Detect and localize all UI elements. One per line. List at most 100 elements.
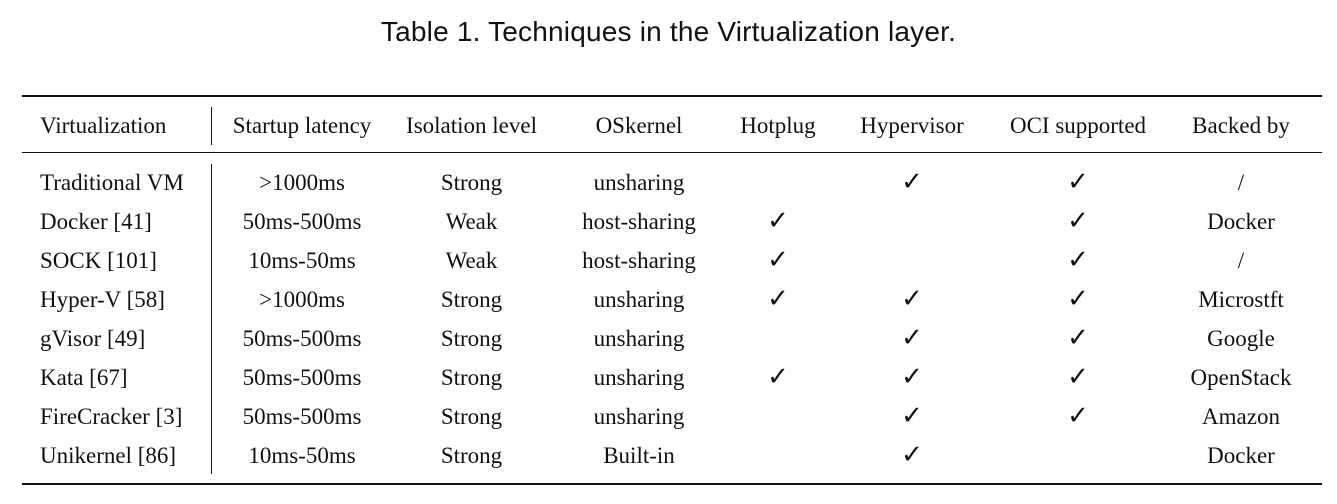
table-row: Traditional VM >1000ms Strong unsharing ✓ ✓ / (22, 163, 1322, 202)
cell-oci-supported: ✓ (996, 163, 1160, 202)
checkmark-icon: ✓ (1067, 167, 1089, 197)
cell-isolation-level: Strong (440, 169, 503, 195)
cell-startup-latency: >1000ms (259, 286, 345, 312)
checkmark-icon: ✓ (1067, 206, 1089, 236)
body-column-divider (211, 164, 212, 474)
cell-hotplug: ✓ (728, 241, 828, 280)
checkmark-icon: ✓ (901, 401, 923, 431)
checkmark-icon: ✓ (901, 362, 923, 392)
cell-hypervisor (828, 202, 996, 241)
cell-startup-latency: 10ms-50ms (248, 442, 356, 468)
cell-hypervisor (828, 241, 996, 280)
column-header-startup-latency: Startup latency (232, 113, 372, 138)
checkmark-icon: ✓ (767, 206, 789, 236)
cell-virtualization: Traditional VM (40, 169, 184, 195)
cell-hotplug: ✓ (728, 280, 828, 319)
table-row: Hyper-V [58] >1000ms Strong unsharing ✓ ✓ ✓ Mic… (22, 280, 1322, 319)
column-header-virtualization: Virtualization (40, 113, 167, 138)
cell-oskernel: unsharing (593, 403, 685, 429)
cell-isolation-level: Strong (440, 364, 503, 390)
cell-oci-supported: ✓ (996, 397, 1160, 436)
cell-hypervisor: ✓ (828, 319, 996, 358)
cell-virtualization: Unikernel [86] (40, 442, 177, 468)
cell-oskernel: host-sharing (582, 247, 696, 273)
checkmark-icon: ✓ (767, 245, 789, 275)
cell-oskernel: unsharing (593, 286, 685, 312)
checkmark-icon: ✓ (767, 362, 789, 392)
header-row: Virtualization Startup latency Isolation… (22, 105, 1322, 147)
cell-hypervisor: ✓ (828, 163, 996, 202)
cell-virtualization: Hyper-V [58] (40, 286, 165, 312)
column-header-backed-by: Backed by (1192, 113, 1290, 138)
cell-oskernel: unsharing (593, 325, 685, 351)
cell-startup-latency: 50ms-500ms (242, 364, 362, 390)
column-header-oci-supported: OCI supported (1009, 113, 1147, 138)
checkmark-icon: ✓ (1067, 362, 1089, 392)
checkmark-icon: ✓ (1067, 323, 1089, 353)
cell-backed-by: Amazon (1202, 403, 1280, 429)
cell-virtualization: gVisor [49] (40, 325, 146, 351)
cell-backed-by: / (1237, 169, 1245, 195)
cell-virtualization: SOCK [101] (40, 247, 157, 273)
checkmark-icon: ✓ (901, 284, 923, 314)
cell-hypervisor: ✓ (828, 280, 996, 319)
table-row: FireCracker [3] 50ms-500ms Strong unsharing… (22, 397, 1322, 436)
cell-hotplug (728, 397, 828, 436)
cell-backed-by: Docker (1207, 442, 1275, 468)
table-header: Virtualization Startup latency Isolation… (22, 105, 1322, 147)
header-column-divider (211, 107, 212, 145)
checkmark-icon: ✓ (901, 323, 923, 353)
cell-isolation-level: Weak (445, 247, 498, 273)
cell-oskernel: unsharing (593, 169, 685, 195)
cell-hotplug (728, 436, 828, 475)
cell-backed-by: OpenStack (1190, 364, 1292, 390)
cell-oci-supported: ✓ (996, 241, 1160, 280)
cell-hotplug: ✓ (728, 202, 828, 241)
cell-backed-by: Docker (1207, 208, 1275, 234)
cell-startup-latency: >1000ms (259, 169, 345, 195)
cell-backed-by: Microstft (1198, 286, 1284, 312)
table-row: Kata [67] 50ms-500ms Strong unsharing ✓ ✓ ✓ Ope… (22, 358, 1322, 397)
column-header-hypervisor: Hypervisor (860, 113, 964, 138)
cell-hypervisor: ✓ (828, 358, 996, 397)
cell-isolation-level: Strong (440, 403, 503, 429)
column-header-isolation-level: Isolation level (406, 113, 537, 138)
checkmark-icon: ✓ (901, 167, 923, 197)
table-row: Unikernel [86] 10ms-50ms Strong Built-in ✓ Do… (22, 436, 1322, 475)
checkmark-icon: ✓ (1067, 245, 1089, 275)
top-rule (22, 95, 1322, 97)
column-header-hotplug: Hotplug (740, 113, 816, 138)
cell-backed-by: Google (1207, 325, 1275, 351)
cell-isolation-level: Strong (440, 442, 503, 468)
header-rule (22, 152, 1322, 153)
cell-oci-supported: ✓ (996, 202, 1160, 241)
cell-virtualization: Kata [67] (40, 364, 128, 390)
cell-hypervisor: ✓ (828, 436, 996, 475)
cell-startup-latency: 50ms-500ms (242, 403, 362, 429)
cell-backed-by: / (1237, 247, 1245, 273)
checkmark-icon: ✓ (767, 284, 789, 314)
checkmark-icon: ✓ (1067, 401, 1089, 431)
checkmark-icon: ✓ (1067, 284, 1089, 314)
cell-oci-supported: ✓ (996, 319, 1160, 358)
cell-oci-supported: ✓ (996, 280, 1160, 319)
cell-oci-supported: ✓ (996, 358, 1160, 397)
cell-hotplug (728, 163, 828, 202)
table-caption: Table 1. Techniques in the Virtualizatio… (380, 16, 957, 47)
cell-oskernel: Built-in (603, 442, 675, 468)
cell-hypervisor: ✓ (828, 397, 996, 436)
cell-oskernel: host-sharing (582, 208, 696, 234)
cell-isolation-level: Weak (445, 208, 498, 234)
cell-oci-supported (996, 436, 1160, 475)
checkmark-icon: ✓ (901, 440, 923, 470)
cell-isolation-level: Strong (440, 286, 503, 312)
cell-virtualization: FireCracker [3] (40, 403, 183, 429)
cell-oskernel: unsharing (593, 364, 685, 390)
cell-startup-latency: 50ms-500ms (242, 208, 362, 234)
cell-startup-latency: 50ms-500ms (242, 325, 362, 351)
cell-hotplug: ✓ (728, 358, 828, 397)
